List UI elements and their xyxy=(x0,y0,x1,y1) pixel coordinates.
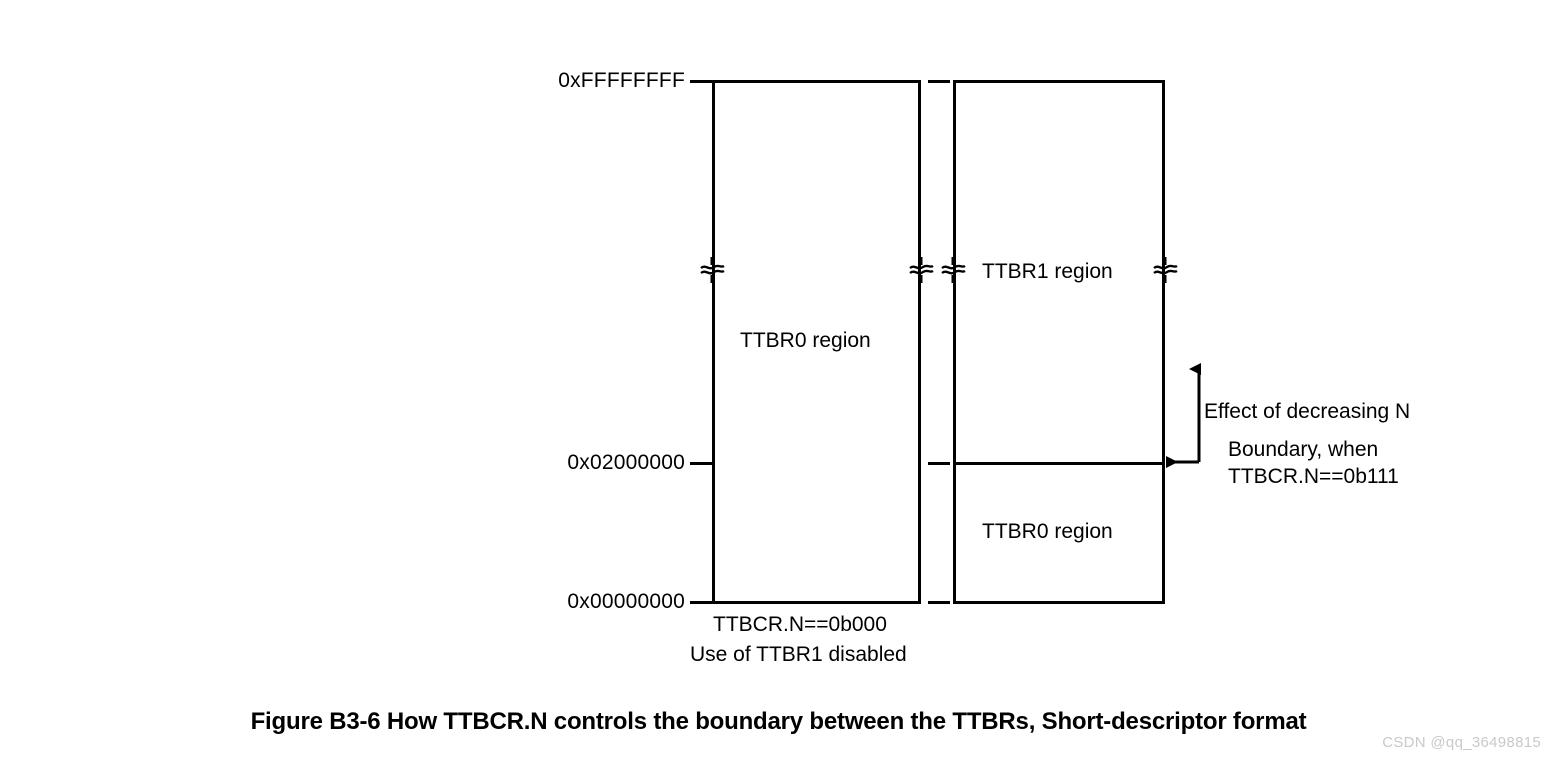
tick-boundary-left xyxy=(690,462,712,465)
tick-bottom-left xyxy=(690,601,712,604)
axis-label-boundary: 0x02000000 xyxy=(567,451,685,474)
left-box-caption-line1: TTBCR.N==0b000 xyxy=(713,613,887,636)
left-box-ttbr0-region-label: TTBR0 region xyxy=(740,329,871,352)
ttbr-boundary-line xyxy=(953,462,1165,465)
left-box-caption-line2: Use of TTBR1 disabled xyxy=(690,643,907,666)
watermark: CSDN @qq_36498815 xyxy=(1382,734,1541,751)
tick-boundary-middle xyxy=(928,462,950,465)
break-mark-icon xyxy=(909,257,934,283)
memory-map-left-box xyxy=(712,80,921,604)
right-box-ttbr0-region-label: TTBR0 region xyxy=(982,520,1113,543)
annotation-effect-of-decreasing-n: Effect of decreasing N xyxy=(1204,400,1411,423)
annotation-boundary-line1: Boundary, when xyxy=(1228,438,1379,461)
annotation-arrows xyxy=(1166,363,1201,468)
tick-bottom-middle xyxy=(928,601,950,604)
break-mark-icon xyxy=(1153,257,1178,283)
right-box-ttbr1-region-label: TTBR1 region xyxy=(982,260,1113,283)
break-mark-icon xyxy=(700,257,725,283)
memory-map-right-box xyxy=(953,80,1165,604)
axis-label-bottom: 0x00000000 xyxy=(567,590,685,613)
annotation-boundary-line2: TTBCR.N==0b111 xyxy=(1228,465,1399,488)
tick-top-left xyxy=(690,80,712,83)
figure-caption: Figure B3-6 How TTBCR.N controls the bou… xyxy=(250,708,1307,735)
break-mark-icon xyxy=(941,257,966,283)
axis-label-top: 0xFFFFFFFF xyxy=(558,69,685,92)
tick-top-middle xyxy=(928,80,950,83)
